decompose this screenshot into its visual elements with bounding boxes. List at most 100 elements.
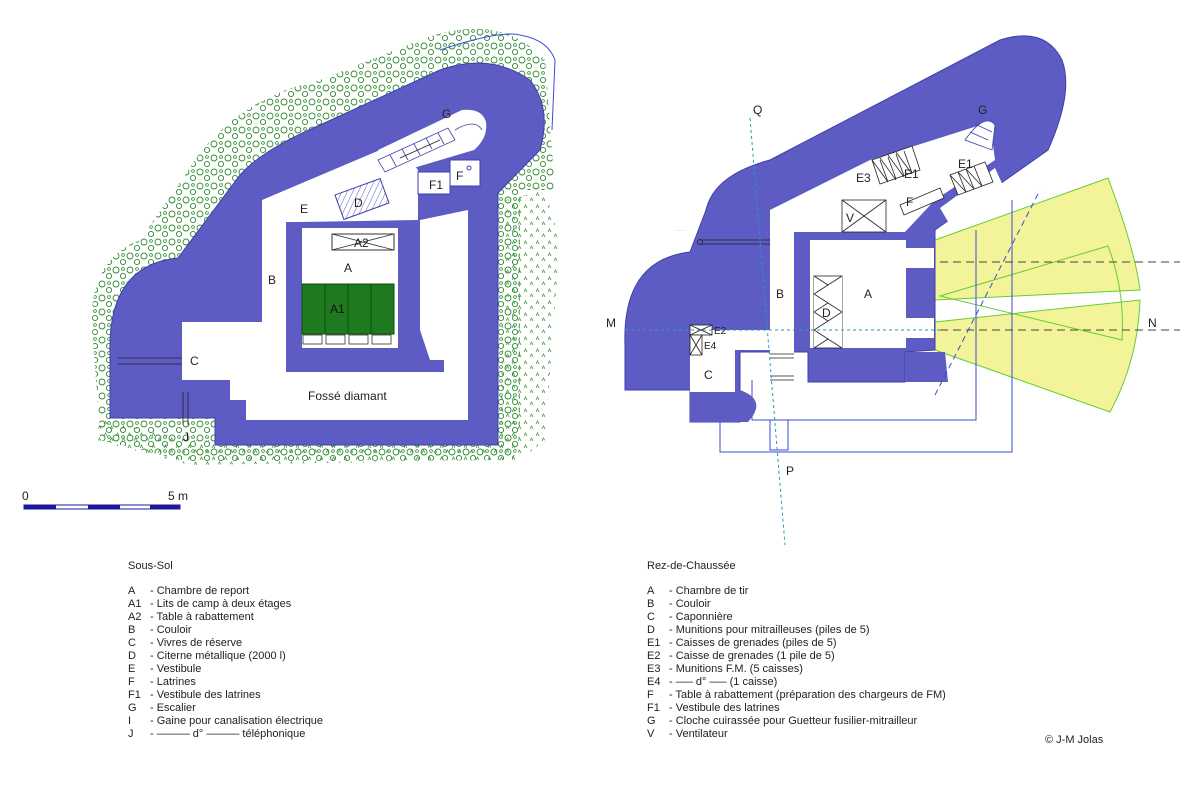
rdc-label-c: C <box>704 368 713 382</box>
legend-key: J <box>128 728 134 740</box>
legend-item: E- Vestibule <box>128 663 458 676</box>
corridor-b <box>262 200 286 400</box>
legend-key: E2 <box>647 650 661 662</box>
rdc-label-q: Q <box>753 103 762 117</box>
legend-key: D <box>128 650 136 662</box>
legend-item: J- ——— d° ——— téléphonique <box>128 728 458 741</box>
legend-text: - Gaine pour canalisation électrique <box>150 715 324 727</box>
caponniere-void <box>690 330 770 392</box>
legend-key: B <box>128 624 136 636</box>
legend-text: - Chambre de report <box>150 585 250 597</box>
legend-item: E3 - Munitions F.M. (5 caisses) <box>647 663 927 676</box>
plan-label-f1: F1 <box>429 178 443 192</box>
terrain-outline <box>439 33 556 131</box>
rdc-label-e3: E3 <box>856 171 871 185</box>
legend-key: B <box>647 598 655 610</box>
copyright-credit: © J-M Jolas <box>1045 734 1104 746</box>
legend-item: B- Couloir <box>128 624 458 637</box>
rdc-label-m: M <box>606 316 616 330</box>
legend-text: - Munitions F.M. (5 caisses) <box>669 663 803 675</box>
legend-item: G- Escalier <box>128 702 458 715</box>
legend-key: D <box>647 624 655 636</box>
legend-item: E4- —– d° —– (1 caisse) <box>647 676 927 689</box>
legend-text: - Chambre de tir <box>669 585 749 597</box>
legend-key: F1 <box>647 702 660 714</box>
legend-item: C - Vivres de réserve <box>128 637 458 650</box>
legend-key: G <box>128 702 137 714</box>
ventilator-v <box>841 199 887 233</box>
plan-sous-sol: G F1 F E D A2 A B A1 C Fossé diamant J <box>91 28 560 465</box>
scale-bar: 0 5 m <box>22 489 188 510</box>
plan-label-d: D <box>354 196 363 210</box>
plan-label-b: B <box>268 273 276 287</box>
legend-text: - Caisse de grenades (1 pile de 5) <box>669 650 835 662</box>
legend-item: F1- Vestibule des latrines <box>128 689 458 702</box>
legend-key: G <box>647 715 656 727</box>
legend-key: A <box>647 585 655 597</box>
bunk-beds-a1 <box>301 283 395 345</box>
legend-key: F <box>647 689 654 701</box>
rdc-label-a: A <box>864 287 872 301</box>
legend-text: - Caponnière <box>669 611 733 623</box>
right-wing <box>905 352 948 382</box>
plan-label-c: C <box>190 354 199 368</box>
legend-text: - Vestibule des latrines <box>669 702 780 714</box>
cloche-g <box>964 120 996 151</box>
grenades-e2-e4 <box>689 324 713 356</box>
legend-text: - Lits de camp à deux étages <box>150 598 292 610</box>
plan-label-g: G <box>442 107 451 121</box>
right-passage <box>420 210 468 420</box>
legend-key: A2 <box>128 611 142 623</box>
corridor-b-rdc <box>770 226 794 374</box>
embrasure-upper <box>906 248 934 268</box>
legend-key: F <box>128 676 135 688</box>
table-f <box>899 187 945 216</box>
fire-sector-lower <box>934 299 1141 413</box>
fire-sector-inner <box>938 245 1123 341</box>
ammo-e3 <box>871 145 921 185</box>
plan-label-fosse: Fossé diamant <box>308 389 387 403</box>
legend-key: E4 <box>647 676 661 688</box>
rdc-label-d: D <box>822 306 831 320</box>
latrine-bowl <box>466 165 472 171</box>
fire-sector-upper <box>934 177 1141 301</box>
legend-item: F- Latrines <box>128 676 458 689</box>
legend-item: A - Chambre de tir <box>647 585 927 598</box>
legend-item: A2- Table à rabattement <box>128 611 458 624</box>
legend-item: I- Gaine pour canalisation électrique <box>128 715 458 728</box>
legend-item: V- Ventilateur <box>647 728 927 741</box>
rdc-label-e1a: E1 <box>958 157 973 171</box>
rdc-label-b: B <box>776 287 784 301</box>
legend-item: F- Table à rabattement (préparation des … <box>647 689 946 702</box>
legend-key: A1 <box>128 598 142 610</box>
legend-item: E2 - Caisse de grenades (1 pile de 5) <box>647 650 927 663</box>
rdc-label-e2: E2 <box>714 326 727 337</box>
duct-note: · · · · <box>676 228 685 233</box>
plan-label-a2: A2 <box>354 236 369 250</box>
legend-key: E1 <box>647 637 661 649</box>
legend-item: A- Chambre de report <box>128 585 458 598</box>
cistern-d <box>334 177 390 221</box>
rdc-label-e1b: E1 <box>904 167 919 181</box>
section-lines <box>625 117 1180 546</box>
legend-key: F1 <box>128 689 141 701</box>
plan-rez-de-chaussee: · · · · Q G E1 E3 E1 F V A B D M N E2 E4… <box>606 35 1180 546</box>
legend-text: - Cloche cuirassée pour Guetteur fusilie… <box>669 715 918 727</box>
plan-label-j: J <box>183 430 189 444</box>
doors-ducts <box>697 239 794 381</box>
legend-key: C <box>128 637 136 649</box>
corridor-c <box>182 322 262 400</box>
legend-text: - Munitions pour mitrailleuses (piles de… <box>669 624 870 636</box>
legend-key: E3 <box>647 663 661 675</box>
legend-text: - Vivres de réserve <box>150 637 243 649</box>
legend-item: C- Caponnière <box>647 611 927 624</box>
legend-key: V <box>647 728 655 740</box>
legend-item: G - Cloche cuirassée pour Guetteur fusili… <box>647 715 927 728</box>
legend-item: D - Munitions pour mitrailleuses (piles d… <box>647 624 927 637</box>
grass-area <box>96 190 560 465</box>
plan-label-f: F <box>456 169 463 183</box>
legend-text: - Couloir <box>669 598 711 610</box>
